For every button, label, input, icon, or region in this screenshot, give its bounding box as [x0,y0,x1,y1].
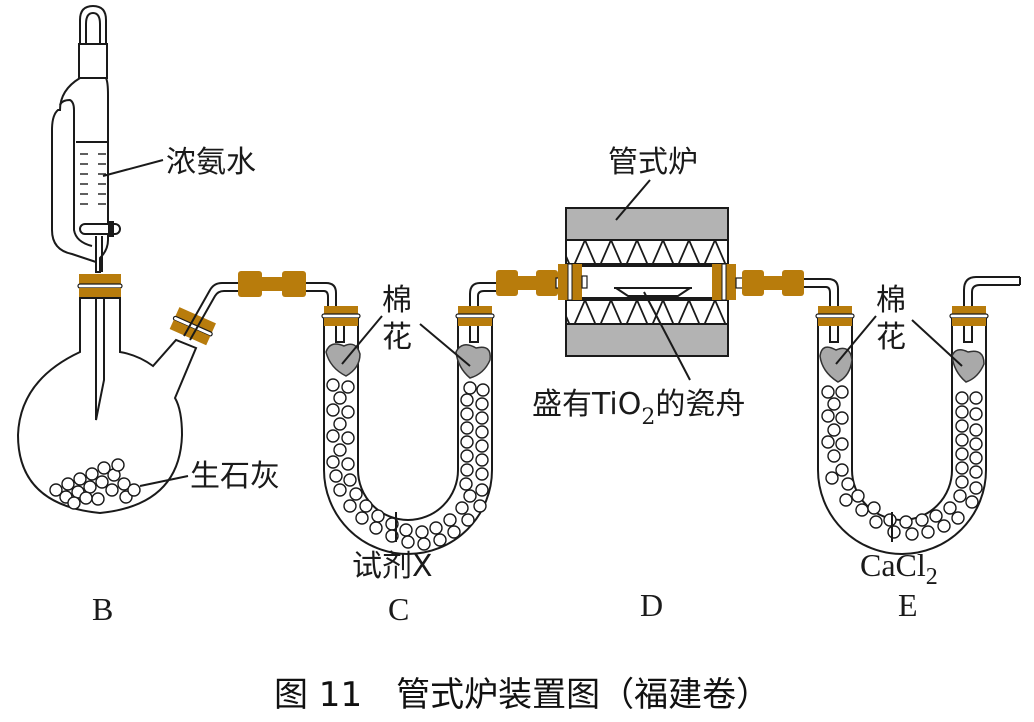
funnel-neck [78,43,108,79]
apparatus-d: 管式炉 盛有TiO2的瓷舟 D [532,145,745,623]
rubber-connector-bc [238,271,306,297]
rubber-connector-de [742,270,804,296]
reagent-x-beads [326,378,490,551]
letter-d: D [640,587,663,623]
label-tube-furnace: 管式炉 [608,145,698,180]
furnace-bottom [565,323,729,357]
label-cotton-c-line2: 花 [382,320,412,355]
letter-b: B [92,591,113,627]
heating-coil-bottom [565,299,729,325]
label-cotton-e-line2: 花 [876,320,906,355]
label-cotton-c-line1: 棉 [382,283,412,318]
furnace-top [565,207,729,241]
apparatus-b: 浓氨水 生石灰 B [16,4,280,627]
label-quicklime: 生石灰 [190,459,280,494]
porcelain-boat [615,287,691,297]
round-bottom-flask [16,297,198,515]
rubber-connector-cd [496,270,558,296]
label-concentrated-ammonia: 浓氨水 [166,145,256,180]
cotton-e-right [951,349,985,383]
label-tio2-boat: 盛有TiO2的瓷舟 [532,387,745,430]
label-cotton-e-line1: 棉 [876,283,906,318]
quicklime-beads [49,458,141,510]
figure-caption: 图 11 管式炉装置图（福建卷） [274,675,770,715]
letter-c: C [388,591,409,627]
letter-e: E [898,587,918,623]
heating-coil-top [565,239,729,265]
label-cacl2: CaCl2 [860,547,938,590]
cotton-c-right [455,344,491,379]
apparatus-c: 棉 花 试剂X C [321,283,495,627]
label-reagent-x: 试剂X [352,549,433,584]
funnel-stopper [79,4,107,45]
apparatus-e: 棉 花 CaCl2 E [815,276,1021,623]
funnel-body [51,77,109,273]
